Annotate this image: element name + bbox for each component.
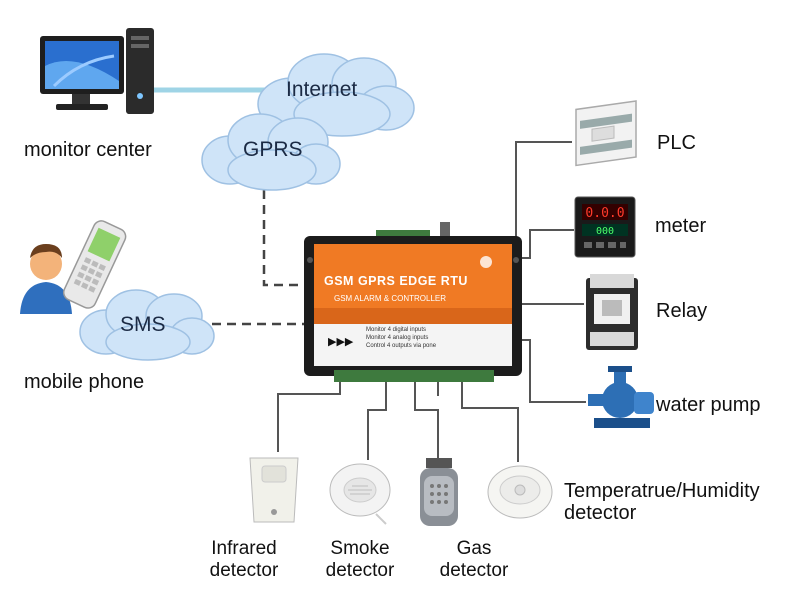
sms-label: SMS [120, 313, 166, 336]
rtu-feature: Monitor 4 analog inputs [366, 335, 429, 341]
gprs-rtu-link [262, 190, 308, 287]
plc-icon [575, 100, 637, 167]
rtu-feature-list: Monitor 4 digital inputs Monitor 4 analo… [366, 326, 436, 350]
relay-icon [586, 274, 638, 350]
sms-cloud-icon [79, 289, 215, 361]
gas-label-line: Gas [456, 538, 492, 559]
infrared-label-line: detector [209, 560, 279, 581]
relay-label: Relay [656, 300, 708, 322]
infrared-wire [277, 382, 341, 452]
infrared-detector-icon [249, 457, 299, 523]
gas-label-line: detector [439, 560, 509, 581]
gprs-label: GPRS [243, 138, 303, 161]
computer-icon [40, 28, 154, 114]
water-pump-label: water pump [656, 394, 761, 416]
internet-cloud-icon [257, 53, 415, 137]
smoke-detector-icon [329, 463, 391, 525]
rtu-title: GSM GPRS EDGE RTU [324, 274, 468, 288]
svg-text:000: 000 [596, 226, 614, 237]
smoke-wire [367, 382, 387, 460]
mobile-phone-label: mobile phone [24, 371, 145, 393]
meter-icon: 0.0.0 000 [574, 196, 636, 258]
water-pump-icon [588, 366, 654, 428]
gas-detector-label: Gas detector [420, 538, 528, 582]
smoke-label-line: Smoke [330, 538, 390, 559]
temperature-humidity-label: Temperatrue/Humidity detector [564, 480, 760, 524]
pump-wire [518, 339, 586, 403]
smoke-label-line: detector [325, 560, 395, 581]
meter-wire [520, 229, 574, 259]
monitor-center-label: monitor center [24, 139, 152, 161]
rtu-feature: Control 4 outputs via pone [366, 343, 437, 349]
plc-wire [515, 141, 572, 243]
rtu-body [304, 222, 522, 382]
plc-label: PLC [657, 132, 696, 154]
gprs-cloud-icon [201, 113, 341, 191]
meter-label: meter [655, 215, 707, 237]
infrared-detector-label: Infrared detector [196, 538, 292, 582]
temp-wire [461, 382, 519, 462]
svg-text:0.0.0: 0.0.0 [585, 206, 624, 221]
temp-label-line: detector [564, 502, 637, 524]
rtu-controller: GSM GPRS EDGE RTU GSM ALARM & CONTROLLER… [304, 222, 522, 382]
gas-detector-icon [420, 458, 458, 526]
internet-label: Internet [286, 78, 358, 101]
rtu-subtitle: GSM ALARM & CONTROLLER [334, 294, 447, 303]
smoke-detector-label: Smoke detector [306, 538, 414, 582]
rtu-arrows: ▶▶▶ [328, 336, 354, 348]
mobile-user-icon [20, 220, 127, 314]
gas-wire-a [414, 382, 439, 458]
temp-label-line: Temperatrue/Humidity [564, 480, 760, 502]
infrared-label-line: Infrared [211, 538, 277, 559]
temperature-humidity-detector-icon [487, 465, 553, 519]
rtu-feature: Monitor 4 digital inputs [366, 327, 427, 333]
